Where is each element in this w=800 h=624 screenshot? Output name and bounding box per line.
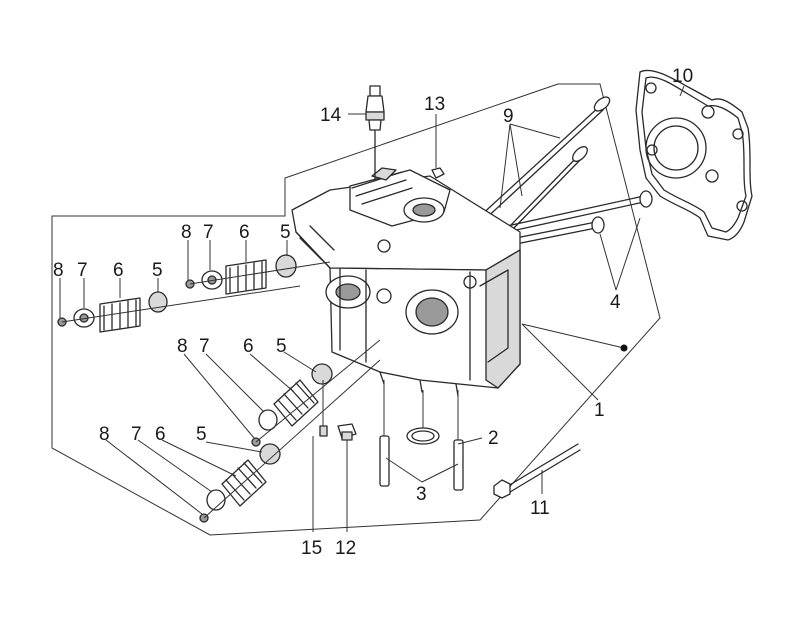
callout-10: 10 <box>672 66 693 87</box>
callout-5a: 5 <box>152 260 163 281</box>
callout-2: 2 <box>488 428 499 449</box>
callout-7a: 7 <box>77 260 88 281</box>
grub-screw <box>319 380 328 437</box>
callout-8a: 8 <box>53 260 64 281</box>
spring-axis-leads <box>61 261 381 519</box>
callout-5c: 5 <box>276 336 287 357</box>
cylinder-head <box>291 167 521 397</box>
valve-spring-set-b <box>185 254 297 295</box>
callout-6c: 6 <box>243 336 254 357</box>
small-nut <box>431 167 445 179</box>
callout-7b: 7 <box>203 222 214 243</box>
long-bolt <box>493 443 581 499</box>
callout-5d: 5 <box>196 424 207 445</box>
callout-5b: 5 <box>280 222 291 243</box>
callout-11: 11 <box>530 498 550 519</box>
callout-13: 13 <box>424 94 445 115</box>
valves <box>477 96 611 232</box>
callout-labels: 1 2 3 4 5 5 5 5 6 6 6 6 7 7 7 7 8 8 8 8 … <box>53 66 693 559</box>
callout-12: 12 <box>335 538 356 559</box>
assembly-outline <box>51 83 661 536</box>
callout-14: 14 <box>320 105 342 126</box>
dowel-pins <box>379 380 464 491</box>
callout-3: 3 <box>416 484 427 505</box>
callout-9: 9 <box>503 106 514 127</box>
head-gasket <box>635 69 753 241</box>
o-ring <box>406 390 440 445</box>
leader-lines <box>59 85 685 532</box>
callout-4: 4 <box>610 292 621 313</box>
temperature-sensor <box>365 85 385 181</box>
callout-6d: 6 <box>155 424 166 445</box>
callout-8b: 8 <box>181 222 192 243</box>
callout-15: 15 <box>301 538 322 559</box>
callout-6a: 6 <box>113 260 124 281</box>
valve-spring-set-c <box>251 363 333 447</box>
callout-7c: 7 <box>199 336 210 357</box>
valve-spring-set-d <box>199 443 281 523</box>
callout-8d: 8 <box>99 424 110 445</box>
valve-spring-set-a <box>57 291 168 333</box>
callout-6b: 6 <box>239 222 250 243</box>
callout-7d: 7 <box>131 424 142 445</box>
callout-8c: 8 <box>177 336 188 357</box>
callout-1: 1 <box>594 400 605 421</box>
valve-guides <box>497 190 653 247</box>
plug <box>337 423 357 441</box>
